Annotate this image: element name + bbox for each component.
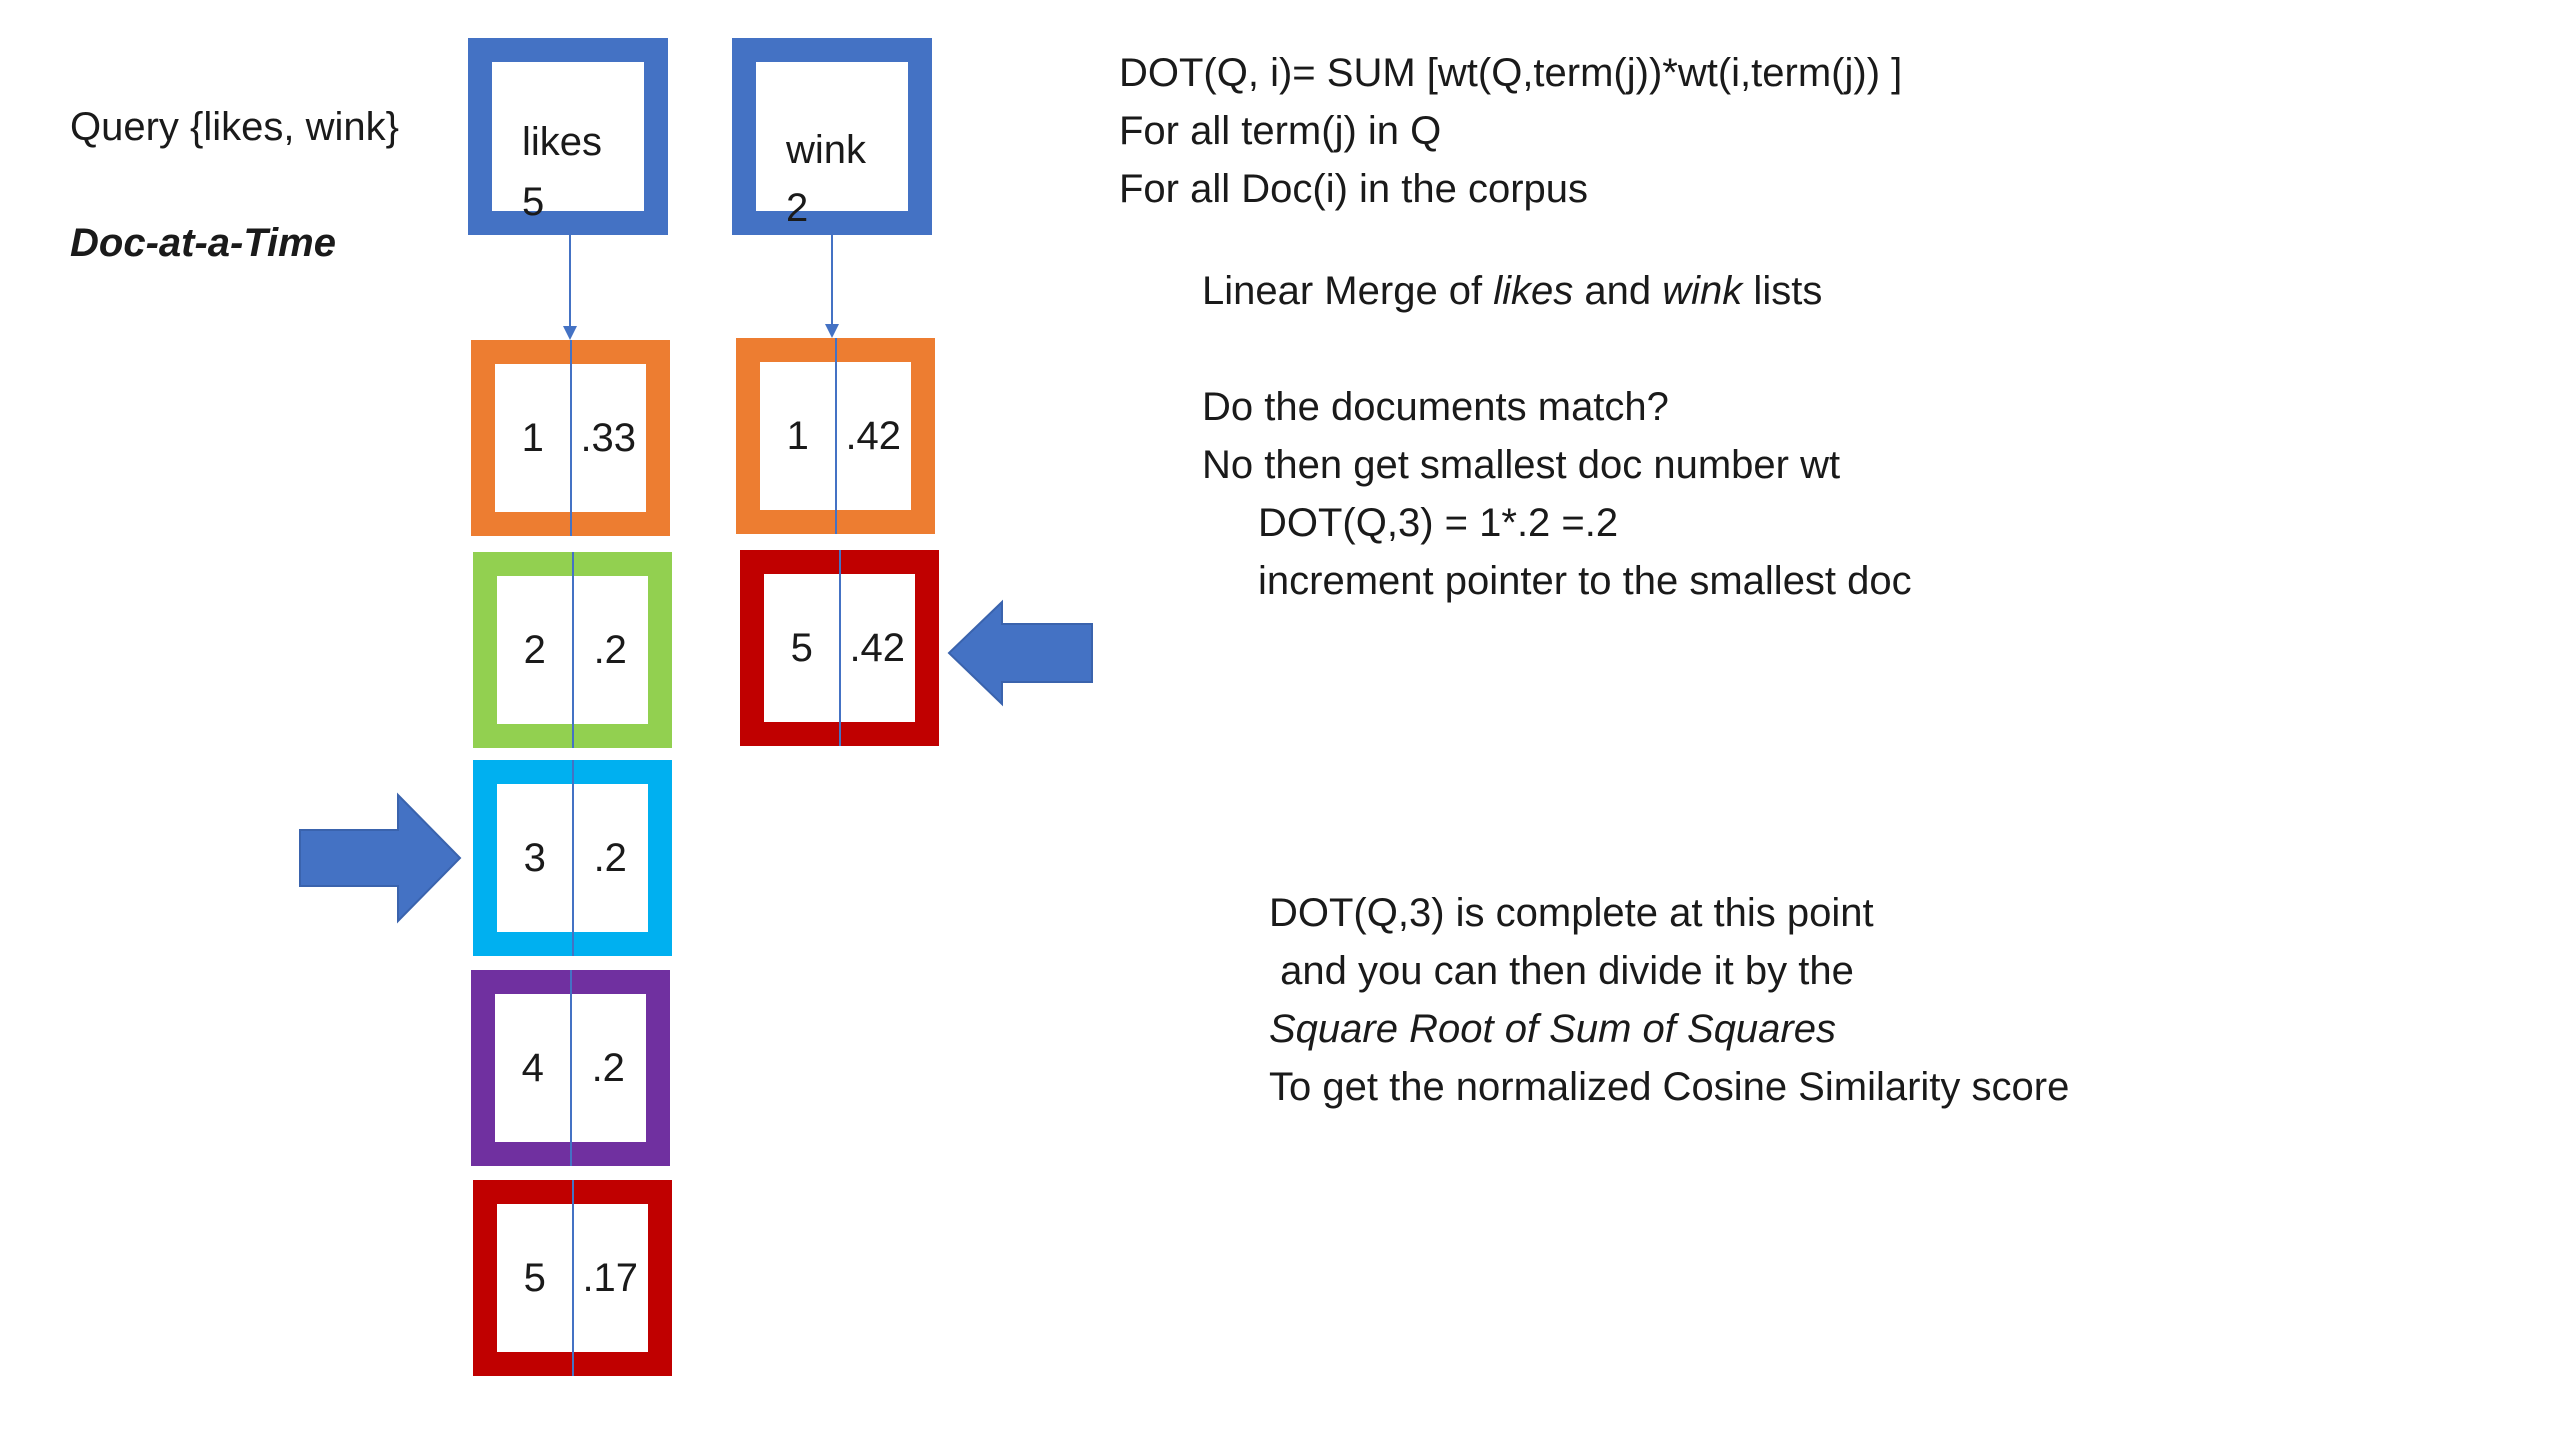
likes-head-term: likes: [522, 120, 603, 164]
complete-line-3: Square Root of Sum of Squares: [1269, 1007, 1836, 1051]
match-question: Do the documents match?: [1202, 385, 1669, 429]
posting-divider: [838, 550, 841, 746]
likes-head-box: likes 5: [468, 38, 668, 235]
likes-head-connector: [563, 235, 577, 340]
posting-divider: [569, 970, 572, 1166]
likes-posting-doc1: 1 .33: [471, 340, 670, 536]
likes-posting-doc3: 3 .2: [473, 760, 672, 956]
posting-weight: .33: [580, 416, 637, 460]
wink-head-box: wink 2: [732, 38, 932, 235]
doc-at-a-time-label: Doc-at-a-Time: [70, 221, 336, 265]
posting-doc-number: 3: [523, 836, 546, 880]
likes-posting-doc5: 5 .17: [473, 1180, 672, 1376]
posting-weight: .42: [849, 626, 906, 670]
posting-divider: [834, 338, 837, 534]
wink-head-term: wink: [786, 128, 867, 172]
likes-pointer-arrow-icon: [299, 792, 462, 924]
posting-doc-number: 2: [523, 628, 546, 672]
formula-line-1: DOT(Q, i)= SUM [wt(Q,term(j))*wt(i,term(…: [1119, 51, 1903, 95]
merge-term-likes: likes: [1493, 269, 1574, 313]
query-label: Query {likes, wink}: [70, 105, 400, 149]
posting-divider: [571, 1180, 574, 1376]
complete-line-4: To get the normalized Cosine Similarity …: [1269, 1065, 2070, 1109]
match-increment: increment pointer to the smallest doc: [1258, 559, 1912, 603]
posting-doc-number: 5: [790, 626, 813, 670]
match-answer: No then get smallest doc number wt: [1202, 443, 1841, 487]
likes-posting-doc4: 4 .2: [471, 970, 670, 1166]
posting-divider: [571, 552, 574, 748]
wink-head-df: 2: [786, 186, 809, 230]
formula-line-3: For all Doc(i) in the corpus: [1119, 167, 1589, 211]
formula-line-2: For all term(j) in Q: [1119, 109, 1442, 153]
posting-doc-number: 1: [521, 416, 544, 460]
merge-middle: and: [1573, 269, 1663, 313]
posting-weight: .2: [591, 1046, 625, 1090]
posting-doc-number: 4: [521, 1046, 544, 1090]
wink-posting-doc5: 5 .42: [740, 550, 939, 746]
posting-weight: .42: [845, 414, 902, 458]
merge-term-wink: wink: [1662, 269, 1743, 313]
posting-weight: .2: [593, 836, 627, 880]
posting-divider: [571, 760, 574, 956]
posting-doc-number: 1: [786, 414, 809, 458]
merge-suffix: lists: [1742, 269, 1823, 313]
likes-head-df: 5: [522, 180, 545, 224]
posting-doc-number: 5: [523, 1256, 546, 1300]
complete-line-2: and you can then divide it by the: [1269, 949, 1854, 993]
merge-description: Linear Merge of likes and wink lists: [1202, 262, 1822, 320]
likes-posting-doc2: 2 .2: [473, 552, 672, 748]
posting-weight: .2: [593, 628, 627, 672]
wink-posting-doc1: 1 .42: [736, 338, 935, 534]
match-dot-calc: DOT(Q,3) = 1*.2 =.2: [1258, 501, 1619, 545]
wink-pointer-arrow-icon: [947, 599, 1093, 707]
complete-line-1: DOT(Q,3) is complete at this point: [1269, 891, 1874, 935]
posting-divider: [569, 340, 572, 536]
posting-weight: .17: [582, 1256, 639, 1300]
merge-prefix: Linear Merge of: [1202, 269, 1494, 313]
wink-head-connector: [825, 235, 839, 338]
